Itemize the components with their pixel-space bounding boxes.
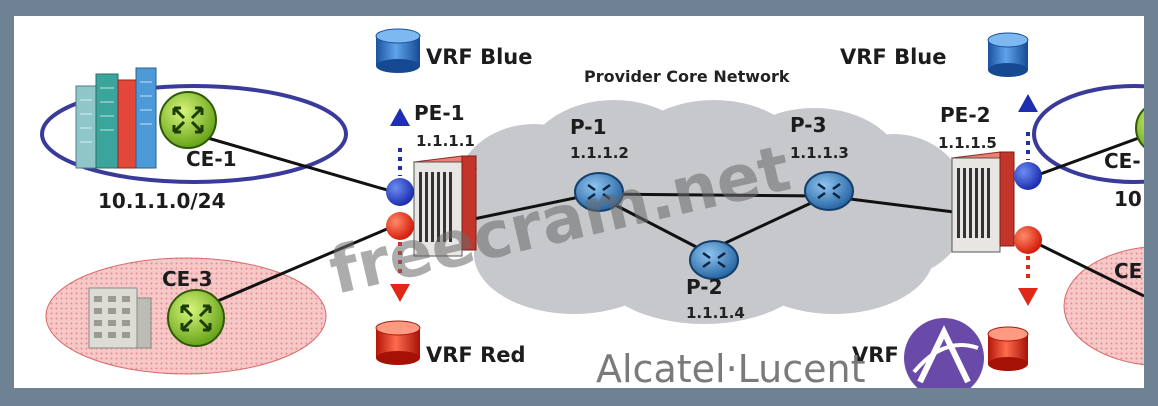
vrf-blue-left-label: VRF Blue bbox=[426, 45, 532, 69]
pe2-name: PE-2 bbox=[940, 103, 991, 127]
ce2-name: CE- bbox=[1104, 149, 1141, 173]
ce1-name: CE-1 bbox=[186, 147, 237, 171]
ce1-building-icon bbox=[75, 67, 157, 169]
pe1-vrf-red-dot bbox=[386, 212, 414, 240]
p2-router-icon[interactable] bbox=[689, 240, 739, 280]
down-arrow-red-icon bbox=[1018, 288, 1038, 306]
pe1-vrf-blue-dot bbox=[386, 178, 414, 206]
pe2-vrf-red-dot bbox=[1014, 226, 1042, 254]
ce1-router-icon[interactable] bbox=[159, 91, 217, 149]
ce4-site-region bbox=[1063, 246, 1144, 366]
pe2-router-icon[interactable] bbox=[950, 151, 1016, 253]
network-diagram: Provider Core Network VRF Blue VRF Blue … bbox=[14, 16, 1144, 388]
up-arrow-blue-icon bbox=[1018, 94, 1038, 112]
network-title: Provider Core Network bbox=[584, 67, 790, 86]
p3-router-icon[interactable] bbox=[804, 171, 854, 211]
pe2-ip: 1.1.1.5 bbox=[938, 134, 997, 152]
p1-router-icon[interactable] bbox=[574, 172, 624, 212]
p2-name: P-2 bbox=[686, 275, 723, 299]
p1-name: P-1 bbox=[570, 115, 607, 139]
pe2-vrf-connectors bbox=[1018, 94, 1038, 306]
ce3-router-icon[interactable] bbox=[167, 289, 225, 347]
brand-logo: Alcatel·Lucent bbox=[596, 347, 866, 388]
pe1-ip: 1.1.1.1 bbox=[416, 132, 475, 150]
vrf-blue-database-icon bbox=[375, 28, 421, 73]
pe1-vrf-connectors bbox=[390, 108, 410, 302]
ce2-site-region bbox=[1032, 84, 1144, 184]
p3-name: P-3 bbox=[790, 113, 827, 137]
ce1-subnet: 10.1.1.0/24 bbox=[98, 189, 226, 213]
vrf-red-database-icon bbox=[375, 320, 421, 365]
ce2-subnet: 10 bbox=[1114, 187, 1142, 211]
ce4-name: CE bbox=[1114, 259, 1142, 283]
p1-ip: 1.1.1.2 bbox=[570, 144, 629, 162]
pe2-vrf-blue-dot bbox=[1014, 162, 1042, 190]
up-arrow-blue-icon bbox=[390, 108, 410, 126]
pe1-name: PE-1 bbox=[414, 101, 465, 125]
ce3-name: CE-3 bbox=[162, 267, 213, 291]
down-arrow-red-icon bbox=[390, 284, 410, 302]
vrf-red-left-label: VRF Red bbox=[426, 343, 526, 367]
p2-ip: 1.1.1.4 bbox=[686, 304, 745, 322]
pe1-router-icon[interactable] bbox=[412, 155, 478, 257]
vrf-red-database-icon bbox=[987, 326, 1029, 371]
p3-ip: 1.1.1.3 bbox=[790, 144, 849, 162]
ce2-router-icon[interactable] bbox=[1135, 102, 1144, 154]
brand-logo-icon bbox=[904, 318, 984, 388]
vrf-blue-database-icon bbox=[987, 32, 1029, 77]
vrf-blue-right-label: VRF Blue bbox=[840, 45, 946, 69]
ce3-building-icon bbox=[88, 287, 152, 349]
